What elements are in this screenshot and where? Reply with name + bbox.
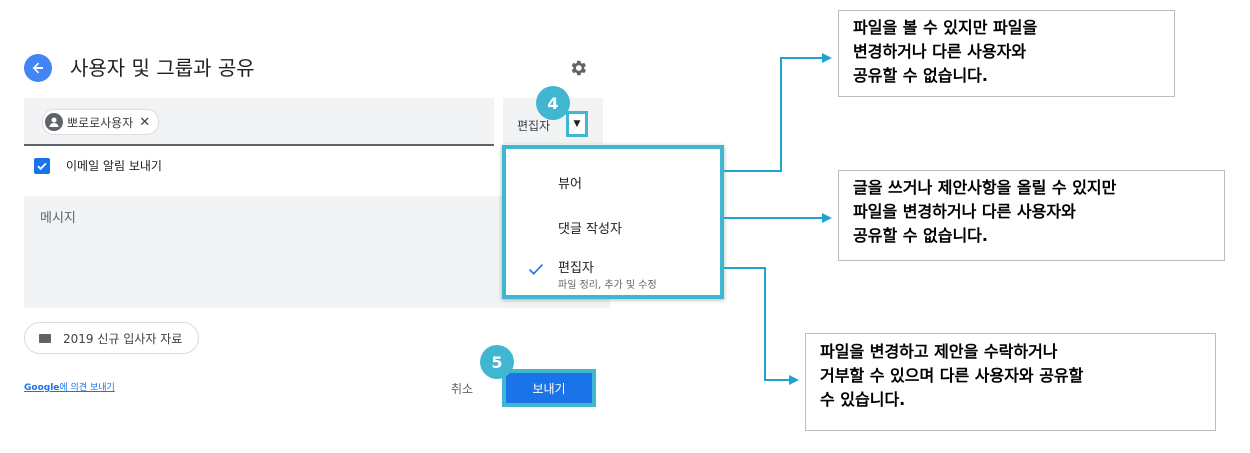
cancel-button[interactable]: 취소 xyxy=(451,382,474,396)
menu-item-commenter[interactable]: 댓글 작성자 xyxy=(558,222,622,237)
checkmark-icon xyxy=(37,162,47,171)
arrow-left-icon xyxy=(32,62,43,74)
note-editor: 파일을 변경하고 제안을 수락하거나 거부할 수 있으며 다른 사용자와 공유할… xyxy=(805,333,1216,431)
feedback-text: 에 의견 보내기 xyxy=(59,383,115,393)
role-dropdown-toggle[interactable]: ▼ xyxy=(566,111,588,137)
check-icon xyxy=(528,263,544,275)
close-icon[interactable]: ✕ xyxy=(139,114,151,130)
caret-down-icon: ▼ xyxy=(573,119,581,129)
step-badge-5: 5 xyxy=(480,345,514,379)
notify-label: 이메일 알림 보내기 xyxy=(66,159,162,173)
message-placeholder: 메시지 xyxy=(40,211,76,226)
back-button[interactable] xyxy=(24,54,52,82)
step-badge-4: 4 xyxy=(536,86,570,120)
menu-item-editor-description: 파일 정리, 추가 및 수정 xyxy=(558,280,657,291)
menu-item-viewer[interactable]: 뷰어 xyxy=(558,177,582,192)
connector-viewer xyxy=(724,53,832,172)
settings-button[interactable] xyxy=(566,56,590,80)
folder-icon xyxy=(39,333,51,343)
dialog-title: 사용자 및 그룹과 공유 xyxy=(70,56,255,80)
feedback-brand: Google xyxy=(24,383,60,393)
menu-item-editor[interactable]: 편집자 xyxy=(558,261,594,276)
feedback-link[interactable]: Google에 의견 보내기 xyxy=(24,380,115,393)
avatar xyxy=(45,113,63,131)
folder-chip[interactable]: 2019 신규 입사자 자료 xyxy=(24,322,200,354)
role-menu: 뷰어 댓글 작성자 편집자 파일 정리, 추가 및 수정 xyxy=(502,145,724,299)
connector-editor xyxy=(724,267,799,385)
folder-name: 2019 신규 입사자 자료 xyxy=(63,331,183,346)
role-select-label: 편집자 xyxy=(517,119,551,133)
note-commenter: 글을 쓰거나 제안사항을 올릴 수 있지만 파일을 변경하거나 다른 사용자와 … xyxy=(838,170,1225,261)
person-chip-label: 뽀로로사용자 xyxy=(67,115,134,130)
send-button[interactable]: 보내기 xyxy=(502,369,596,407)
person-icon xyxy=(49,117,59,127)
note-viewer: 파일을 볼 수 있지만 파일을 변경하거나 다른 사용자와 공유할 수 없습니다… xyxy=(838,10,1175,97)
people-input[interactable]: 뽀로로사용자 ✕ xyxy=(24,98,494,146)
notify-checkbox[interactable] xyxy=(34,158,50,174)
person-chip[interactable]: 뽀로로사용자 ✕ xyxy=(42,109,160,135)
gear-icon xyxy=(571,60,586,76)
